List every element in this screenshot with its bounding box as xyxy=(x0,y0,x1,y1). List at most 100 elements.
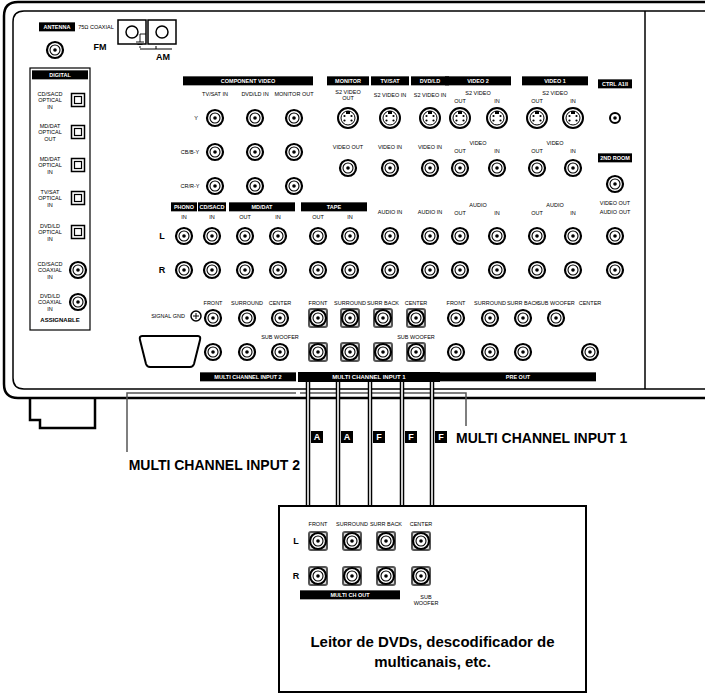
jack-inner xyxy=(341,111,355,125)
panel-header: MULTI CHANNEL INPUT 2 xyxy=(200,372,296,381)
jack-label: OUT xyxy=(531,98,543,104)
jack-pin xyxy=(253,116,257,120)
jack-label: ASSIGNABLE xyxy=(40,317,79,324)
jack-ring xyxy=(448,344,464,360)
jack-pin xyxy=(432,119,434,121)
jack-pin xyxy=(568,119,570,121)
jack-ring xyxy=(47,42,63,58)
jack-pin xyxy=(613,268,617,272)
jack-frame xyxy=(72,159,85,172)
jack-ring xyxy=(548,310,564,326)
jack-inner xyxy=(75,129,82,136)
jack-pin xyxy=(243,268,247,272)
rca-jack xyxy=(582,344,598,360)
jack-ring xyxy=(452,262,468,278)
jack-inner xyxy=(532,231,542,241)
optical-jack xyxy=(72,192,85,205)
jack-ring xyxy=(489,160,505,176)
jack-pin xyxy=(316,234,320,238)
jack-ring xyxy=(342,310,358,326)
jack-ring xyxy=(237,262,253,278)
rca-jack xyxy=(205,310,221,326)
jack-pin xyxy=(213,184,217,188)
cable-core xyxy=(369,382,371,505)
jack-pin xyxy=(210,268,214,272)
jack-key xyxy=(388,111,392,114)
jack-ring xyxy=(482,344,498,360)
jack-ring xyxy=(310,533,326,549)
jack-ring xyxy=(408,310,424,326)
plug-symbol xyxy=(341,309,359,327)
jack-label: CB/B-Y xyxy=(181,149,199,155)
jack-ring xyxy=(310,262,326,278)
jack-pin xyxy=(245,316,249,320)
jack-pin xyxy=(462,115,464,117)
jack-inner xyxy=(385,163,395,173)
jack-key xyxy=(535,111,539,114)
jack-pin xyxy=(495,234,499,238)
rca-jack xyxy=(272,310,288,326)
jack-label: VIDEO xyxy=(469,140,486,146)
cable-tag: A xyxy=(311,431,323,443)
jack-label: SURROUND xyxy=(231,300,263,306)
jack-ring xyxy=(310,310,326,326)
jack-ring xyxy=(489,228,505,244)
jack-pin xyxy=(253,184,257,188)
d-sub-connector xyxy=(140,336,201,367)
jack-pin xyxy=(381,316,385,320)
optical-jack xyxy=(72,94,85,107)
jack-label: OUT xyxy=(312,214,324,220)
jack-pin xyxy=(276,268,280,272)
rca-jack xyxy=(207,110,223,126)
jack-inner xyxy=(425,231,435,241)
jack-inner xyxy=(378,347,388,357)
jack-ring xyxy=(378,533,394,549)
jack-inner xyxy=(610,179,620,189)
jack-label: SUB WOOFER xyxy=(261,334,299,340)
jack-ring xyxy=(515,344,531,360)
jack-pin xyxy=(213,116,217,120)
s-video-jack xyxy=(338,108,358,128)
jack-pin xyxy=(350,119,352,121)
jack-pin xyxy=(381,350,385,354)
jack-inner xyxy=(347,536,357,546)
rca-jack xyxy=(378,568,394,584)
jack-inner xyxy=(423,111,437,125)
rca-jack xyxy=(408,310,424,326)
panel-header: 2ND ROOM xyxy=(598,153,632,162)
jack-pin xyxy=(454,350,458,354)
panel-header: COMPONENT VIDEO xyxy=(183,76,313,85)
plug-symbol xyxy=(407,309,425,327)
plug-symbol xyxy=(343,567,361,585)
jack-ring xyxy=(340,160,356,176)
jack-inner xyxy=(343,163,353,173)
jack-label: MONITOR OUT xyxy=(274,91,313,97)
jack-inner xyxy=(492,163,502,173)
cable-tag: A xyxy=(341,431,353,443)
rca-jack xyxy=(310,310,326,326)
jack-inner xyxy=(585,347,595,357)
jack-inner xyxy=(273,265,283,275)
rca-jack xyxy=(270,228,286,244)
jack-inner xyxy=(566,111,580,125)
jack-inner xyxy=(75,162,82,169)
jack-inner xyxy=(451,313,461,323)
jack-pin xyxy=(348,268,352,272)
jack-ring xyxy=(237,228,253,244)
rca-jack xyxy=(310,568,326,584)
jack-pin xyxy=(350,115,352,117)
jack-label: AUDIO xyxy=(546,202,563,208)
jack-pin xyxy=(414,350,418,354)
panel-header: DVD/LD xyxy=(411,76,449,85)
panel-divider xyxy=(644,11,646,389)
digital-panel-box xyxy=(30,68,90,330)
jack-ring xyxy=(422,160,438,176)
jack-label: VIDEO xyxy=(546,140,563,146)
jack-inner xyxy=(73,265,83,275)
jack-label: CD/SACD OPTICAL IN xyxy=(35,91,65,110)
panel-header: CTRL A1II xyxy=(598,79,632,88)
jack-pin xyxy=(458,234,462,238)
jack-inner xyxy=(210,113,220,123)
foot xyxy=(30,398,95,428)
jack-ring xyxy=(448,310,464,326)
